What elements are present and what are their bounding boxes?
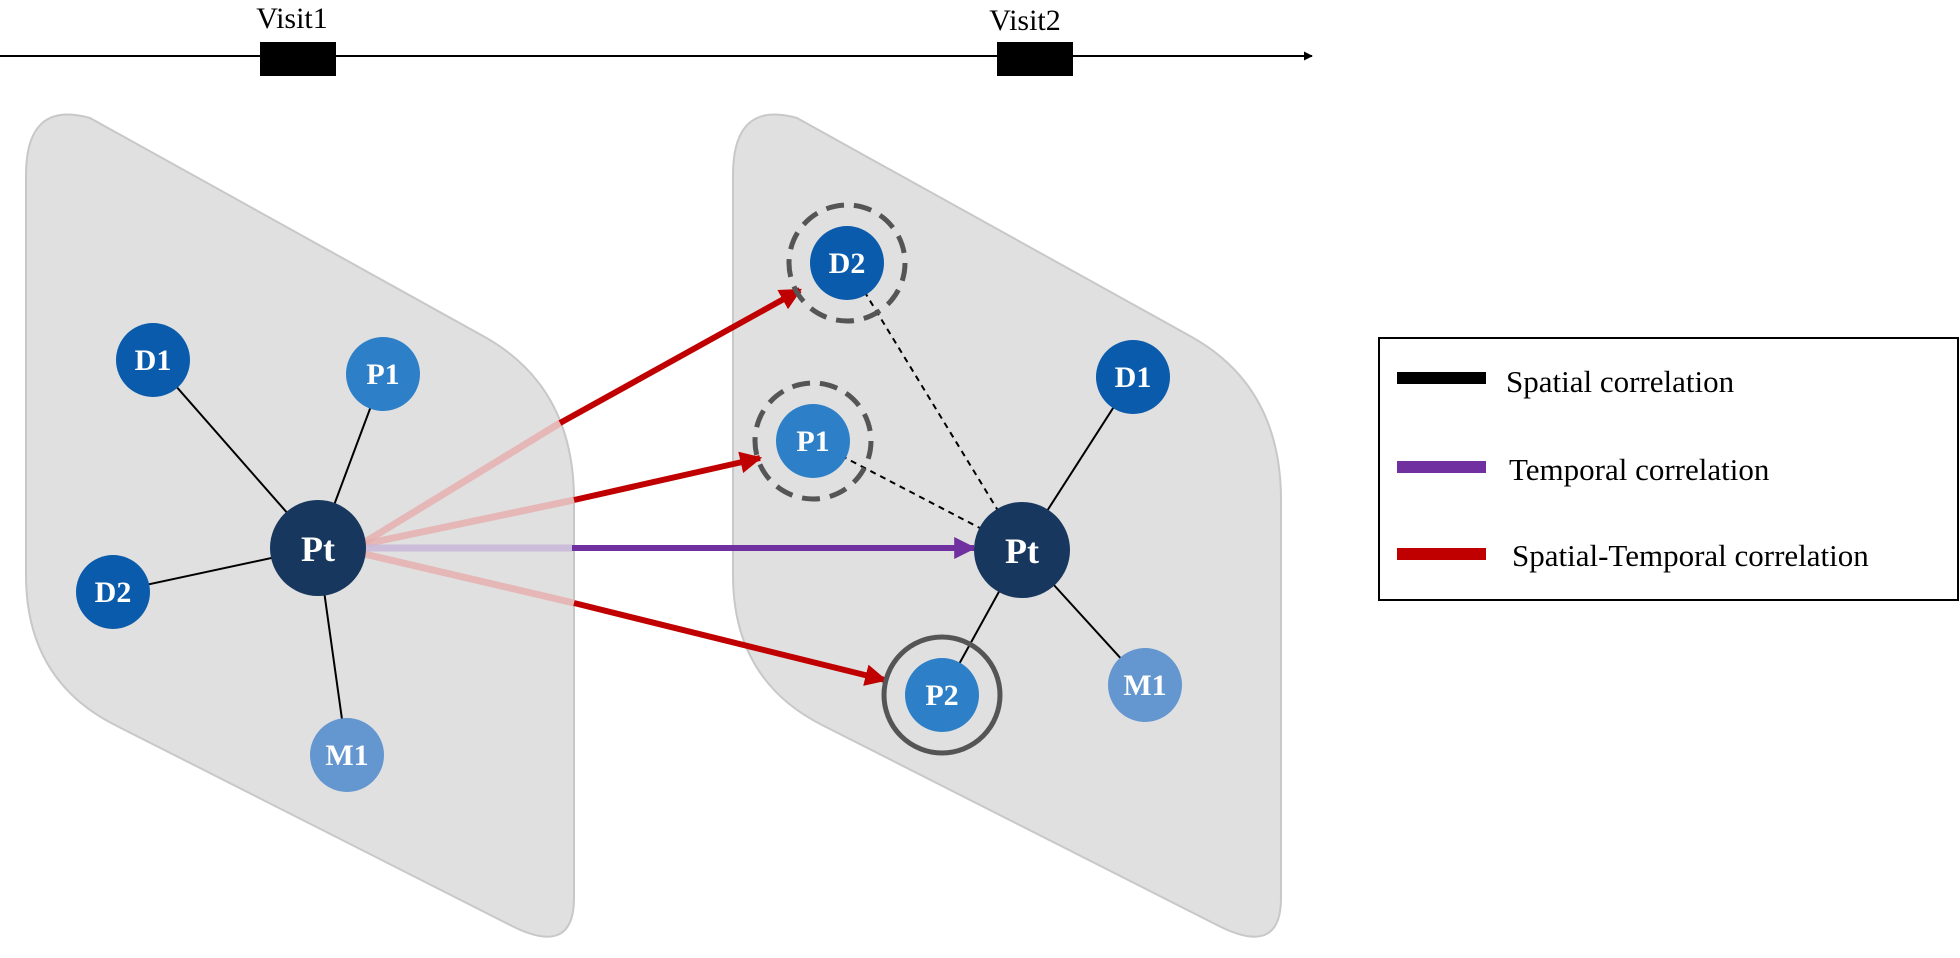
visit2-label: Visit2 bbox=[989, 4, 1061, 37]
p1-dashed-ring bbox=[752, 380, 874, 502]
legend: Spatial correlation Temporal correlation… bbox=[1378, 337, 1959, 601]
spatiotemporal-arrow-p2 bbox=[573, 600, 888, 686]
node-m1-v2-label: M1 bbox=[1123, 669, 1166, 702]
cross-edge-fades bbox=[358, 420, 575, 607]
visit1-nodes: D1 P1 D2 M1 Pt bbox=[76, 323, 420, 792]
node-p2-v2-label: P2 bbox=[925, 679, 958, 712]
node-d2-v2: D2 bbox=[810, 226, 884, 300]
visit2-nodes: D2 P1 D1 M1 P2 Pt bbox=[776, 226, 1182, 732]
node-pt: Pt bbox=[270, 500, 366, 596]
cross-visit-arrows bbox=[558, 287, 977, 686]
node-p1-v2-label: P1 bbox=[796, 425, 829, 458]
spatiotemporal-arrow-p1 bbox=[573, 451, 763, 503]
node-d1: D1 bbox=[116, 323, 190, 397]
legend-label-spatial: Spatial correlation bbox=[1506, 364, 1735, 399]
node-pt-label: Pt bbox=[301, 529, 335, 569]
visit2-marker bbox=[997, 42, 1073, 76]
fade-edge-p1 bbox=[359, 496, 575, 549]
node-m1-v2: M1 bbox=[1108, 648, 1182, 722]
timeline: Visit1 Visit2 bbox=[0, 2, 1313, 76]
fade-edge-p2 bbox=[359, 549, 575, 607]
node-d1-v2: D1 bbox=[1096, 340, 1170, 414]
node-d1-label: D1 bbox=[135, 344, 172, 377]
legend-label-temporal: Temporal correlation bbox=[1509, 452, 1770, 487]
d2-dashed-ring bbox=[786, 202, 908, 324]
node-d2: D2 bbox=[76, 555, 150, 629]
node-p2-v2: P2 bbox=[905, 658, 979, 732]
visit1-marker bbox=[260, 42, 336, 76]
visit1-label: Visit1 bbox=[256, 2, 328, 35]
node-p1: P1 bbox=[346, 337, 420, 411]
node-pt-v2-label: Pt bbox=[1005, 531, 1039, 571]
node-d1-v2-label: D1 bbox=[1115, 361, 1152, 394]
node-d2-label: D2 bbox=[95, 576, 132, 609]
node-pt-v2: Pt bbox=[974, 502, 1070, 598]
node-m1-label: M1 bbox=[325, 739, 368, 772]
fade-edge-d2 bbox=[358, 420, 562, 548]
node-p1-v2: P1 bbox=[776, 404, 850, 478]
p2-solid-ring bbox=[881, 634, 1003, 756]
legend-label-spatiotemporal: Spatial-Temporal correlation bbox=[1512, 538, 1869, 573]
node-m1: M1 bbox=[310, 718, 384, 792]
node-d2-v2-label: D2 bbox=[829, 247, 866, 280]
node-p1-label: P1 bbox=[366, 358, 399, 391]
spatiotemporal-arrow-d2 bbox=[558, 287, 802, 426]
